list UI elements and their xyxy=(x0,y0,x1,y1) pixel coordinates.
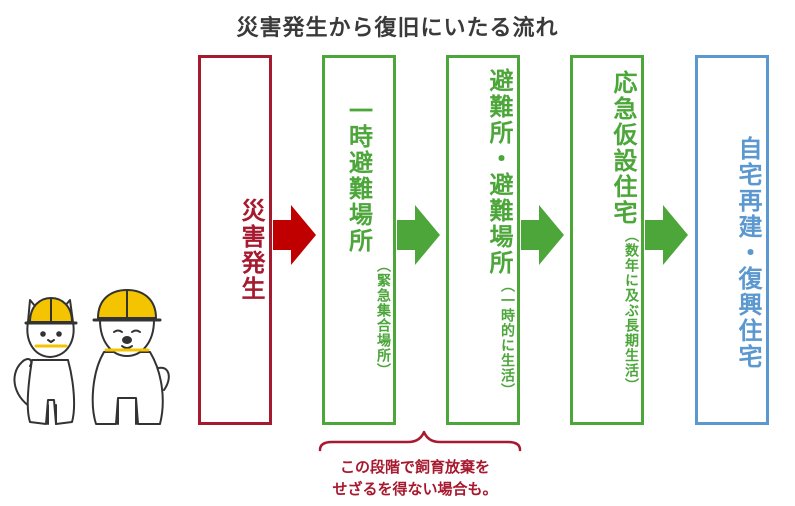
arrow-right-icon xyxy=(273,205,316,265)
stage-evacuation-shelter-sub: （一時的に生活） xyxy=(499,278,515,398)
dog-with-helmet-icon xyxy=(91,289,170,425)
stage-home-reconstruction-label: 自宅再建・復興住宅 xyxy=(734,136,762,370)
stage-evacuation-shelter-label: 避難所・避難場所 xyxy=(485,68,513,276)
stage-temporary-housing-label: 応急仮設住宅 xyxy=(609,70,637,226)
stage-temporary-housing-sub: （数年に及ぶ長期生活） xyxy=(623,228,639,393)
stage-evacuation-shelter: 避難所・避難場所 （一時的に生活） xyxy=(446,55,520,425)
stage-temporary-evacuation-site-sub: （緊急集合場所） xyxy=(375,258,391,378)
stage-disaster: 災害発生 xyxy=(198,55,272,425)
diagram-title: 災害発生から復旧にいたる流れ xyxy=(236,16,559,41)
stage-disaster-label: 災害発生 xyxy=(237,198,265,302)
cat-with-helmet-icon xyxy=(13,297,78,425)
stage-home-reconstruction: 自宅再建・復興住宅 xyxy=(695,55,769,425)
abandonment-note-line-1: この段階で飼育放棄を xyxy=(339,458,490,476)
abandonment-note-line-2: せざるを得ない場合も。 xyxy=(332,480,498,498)
stage-temporary-housing: 応急仮設住宅 （数年に及ぶ長期生活） xyxy=(570,55,644,425)
stage-temporary-evacuation-site-label: 一時避難場所 xyxy=(344,98,373,254)
curly-brace-icon xyxy=(318,430,522,452)
arrow-right-icon xyxy=(645,205,688,265)
arrow-right-icon xyxy=(521,205,564,265)
abandonment-note: この段階で飼育放棄を せざるを得ない場合も。 xyxy=(300,456,530,500)
arrow-right-icon xyxy=(397,205,440,265)
stage-temporary-evacuation-site: 一時避難場所 （緊急集合場所） xyxy=(322,55,396,425)
